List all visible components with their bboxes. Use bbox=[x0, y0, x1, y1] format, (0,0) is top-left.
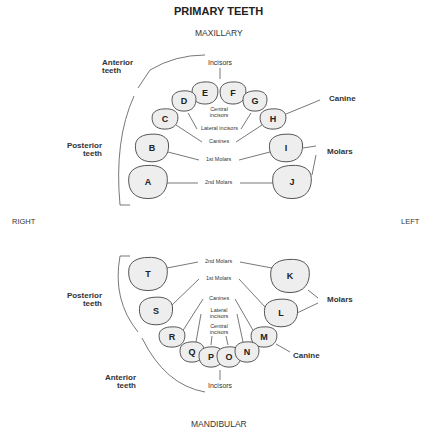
region-label: LEFT bbox=[400, 218, 420, 226]
anterior-bracket bbox=[150, 55, 205, 70]
tooth: C bbox=[151, 108, 179, 130]
tooth-type-label: Central incisors bbox=[203, 107, 235, 119]
tooth-type-label: Canines bbox=[208, 139, 230, 145]
tooth-type-label: 2nd Molars bbox=[204, 259, 233, 265]
tooth-type-label: Canines bbox=[208, 296, 230, 302]
tooth: L bbox=[263, 298, 299, 328]
tooth-letter: H bbox=[259, 108, 287, 130]
tooth: A bbox=[127, 164, 169, 200]
tooth-letter: S bbox=[138, 296, 174, 326]
tooth: T bbox=[127, 256, 169, 292]
region-label: Canine bbox=[292, 352, 321, 360]
region-label: Incisors bbox=[207, 59, 233, 66]
leader-line bbox=[211, 336, 228, 345]
region-label: RIGHT bbox=[11, 218, 36, 226]
tooth: J bbox=[271, 164, 313, 200]
tooth-type-label: Central incisors bbox=[203, 324, 235, 336]
leader-line bbox=[220, 370, 221, 380]
leader-line bbox=[297, 290, 318, 313]
leader-line bbox=[276, 344, 290, 352]
region-label: Posterior teeth bbox=[61, 292, 103, 309]
region-label: Anterior teeth bbox=[101, 59, 143, 76]
region-label: Posterior teeth bbox=[61, 142, 103, 159]
tooth-letter: I bbox=[268, 133, 304, 163]
tooth: K bbox=[269, 258, 311, 294]
tooth: N bbox=[234, 341, 260, 363]
tooth-letter: G bbox=[242, 90, 268, 112]
tooth-letter: A bbox=[127, 164, 169, 200]
tooth: G bbox=[242, 90, 268, 112]
tooth-letter: N bbox=[234, 341, 260, 363]
tooth-type-label: 1st Molars bbox=[205, 157, 232, 163]
region-label: Molars bbox=[326, 296, 354, 304]
region-label: MANDIBULAR bbox=[190, 420, 248, 429]
tooth: B bbox=[134, 133, 170, 163]
tooth: S bbox=[138, 296, 174, 326]
region-label: Molars bbox=[326, 148, 354, 156]
tooth-letter: C bbox=[151, 108, 179, 130]
tooth: H bbox=[259, 108, 287, 130]
tooth-letter: J bbox=[271, 164, 313, 200]
tooth-letter: L bbox=[263, 298, 299, 328]
region-label: Anterior teeth bbox=[95, 374, 137, 391]
tooth-letter: T bbox=[127, 256, 169, 292]
tooth-letter: K bbox=[269, 258, 311, 294]
leader-line bbox=[172, 279, 266, 308]
tooth-type-label: Lateral incisors bbox=[200, 126, 239, 132]
tooth: I bbox=[268, 133, 304, 163]
leader-line bbox=[220, 68, 221, 79]
region-label: Incisors bbox=[207, 382, 233, 389]
diagram-title: PRIMARY TEETH bbox=[174, 6, 263, 18]
region-label: MAXILLARY bbox=[194, 29, 244, 38]
tooth-letter: B bbox=[134, 133, 170, 163]
region-label: Canine bbox=[328, 95, 357, 103]
tooth-type-label: 1st Molars bbox=[205, 276, 232, 282]
tooth-letter: D bbox=[171, 90, 197, 112]
leader-line bbox=[286, 100, 320, 114]
tooth: D bbox=[171, 90, 197, 112]
tooth-type-label: Lateral incisors bbox=[203, 308, 235, 320]
tooth-type-label: 2nd Molars bbox=[204, 180, 233, 186]
